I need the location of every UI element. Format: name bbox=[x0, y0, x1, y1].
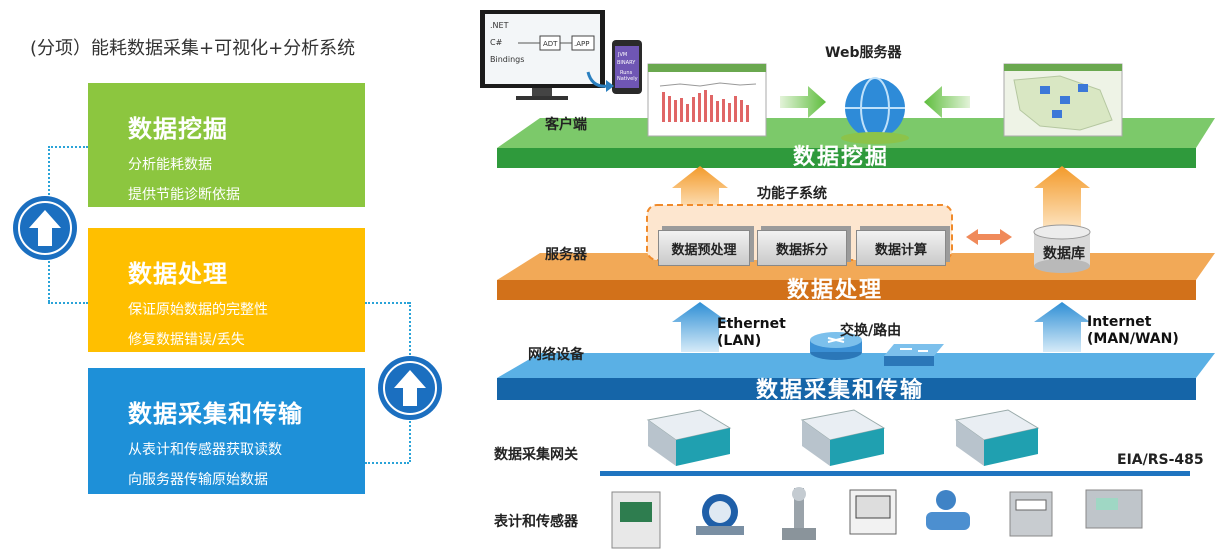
card-line: 保证原始数据的完整性 bbox=[128, 302, 268, 318]
module-split: 数据拆分 bbox=[757, 230, 847, 266]
card-heading: 数据挖掘 bbox=[128, 115, 228, 143]
bus-label: EIA/RS-485 bbox=[1117, 452, 1204, 468]
svg-text:BINARY: BINARY bbox=[617, 60, 636, 66]
svg-text:Natively: Natively bbox=[617, 76, 638, 82]
up-arrow-icon bbox=[672, 166, 728, 210]
card-line: 从表计和传感器获取读数 bbox=[128, 442, 282, 458]
card-line: 向服务器传输原始数据 bbox=[128, 472, 268, 488]
left-arrow-icon bbox=[924, 86, 970, 118]
gateway-icon bbox=[954, 409, 1040, 466]
rs485-bus bbox=[600, 471, 1190, 476]
right-arrow-icon bbox=[780, 86, 826, 118]
monitor-text: C# bbox=[490, 38, 503, 47]
database-label: 数据库 bbox=[1043, 246, 1085, 262]
phone-icon: JVM BINARY Runs Natively bbox=[612, 40, 642, 94]
internet-label: Internet (MAN/WAN) bbox=[1087, 314, 1179, 348]
switch-route-label: 交换/路由 bbox=[840, 323, 902, 339]
module-calc: 数据计算 bbox=[856, 230, 946, 266]
card-heading: 数据处理 bbox=[128, 260, 228, 288]
up-arrow-icon bbox=[13, 196, 77, 260]
monitor-text: ADT bbox=[543, 40, 558, 48]
router-icon bbox=[810, 332, 862, 360]
module-preprocess: 数据预处理 bbox=[658, 230, 750, 266]
layer-sensors-label: 表计和传感器 bbox=[494, 514, 578, 530]
card-heading: 数据采集和传输 bbox=[128, 400, 303, 428]
electromagnetic-meter-icon bbox=[926, 490, 970, 530]
card-line: 分析能耗数据 bbox=[128, 157, 212, 173]
map-screenshot-icon bbox=[1003, 63, 1123, 137]
subsystem-label: 功能子系统 bbox=[757, 186, 827, 202]
internet-line: Internet bbox=[1087, 314, 1152, 330]
gateway-icon bbox=[646, 409, 732, 466]
connector-right-bottom bbox=[365, 462, 409, 464]
switch-icon bbox=[884, 344, 944, 366]
connector-top bbox=[48, 146, 88, 148]
card-data-collection: 数据采集和传输 从表计和传感器获取读数 向服务器传输原始数据 bbox=[88, 368, 365, 494]
gas-meter-icon bbox=[1009, 491, 1053, 537]
ethernet-line: Ethernet bbox=[717, 316, 786, 332]
ultrasonic-meter-icon bbox=[1085, 489, 1143, 529]
chart-screenshot-icon bbox=[647, 63, 767, 137]
app-monitor-icon: .NET C# Bindings ADT .APP bbox=[480, 10, 605, 100]
layer-server-label: 服务器 bbox=[545, 247, 587, 263]
card-data-mining: 数据挖掘 分析能耗数据 提供节能诊断依据 bbox=[88, 83, 365, 207]
connector-mid bbox=[48, 302, 88, 304]
ethernet-label: Ethernet (LAN) bbox=[717, 316, 786, 350]
flow-meter-icon bbox=[782, 487, 816, 540]
monitor-text: .APP bbox=[574, 40, 589, 48]
up-arrow-icon bbox=[1034, 166, 1090, 228]
platform-transfer bbox=[497, 353, 1215, 400]
layer-network-label: 网络设备 bbox=[528, 347, 584, 363]
web-server-label: Web服务器 bbox=[825, 45, 902, 61]
up-arrow-icon bbox=[378, 356, 442, 420]
connector-right-top bbox=[365, 302, 409, 304]
layer-client-label: 客户端 bbox=[545, 117, 587, 133]
curved-arrow-icon bbox=[586, 71, 609, 88]
database-icon bbox=[1033, 224, 1091, 273]
internet-line: (MAN/WAN) bbox=[1087, 331, 1179, 347]
platform-transfer-label: 数据采集和传输 bbox=[756, 378, 925, 403]
page-title: (分项）能耗数据采集+可视化+分析系统 bbox=[30, 38, 356, 59]
panel-meter-icon bbox=[849, 489, 897, 535]
svg-text:JVM: JVM bbox=[617, 52, 627, 58]
gateway-icon bbox=[800, 409, 886, 466]
svg-text:Runs: Runs bbox=[620, 70, 633, 76]
up-arrow-icon bbox=[672, 302, 728, 352]
card-line: 提供节能诊断依据 bbox=[128, 187, 240, 203]
platform-mining-label: 数据挖掘 bbox=[793, 145, 890, 170]
power-meter-icon bbox=[611, 491, 661, 549]
layer-gateway-label: 数据采集网关 bbox=[494, 447, 578, 463]
card-line: 修复数据错误/丢失 bbox=[128, 332, 245, 348]
double-arrow-icon bbox=[966, 229, 1012, 245]
monitor-text: .NET bbox=[490, 21, 509, 30]
water-meter-icon bbox=[696, 494, 744, 535]
card-data-processing: 数据处理 保证原始数据的完整性 修复数据错误/丢失 bbox=[88, 228, 365, 352]
ethernet-line: (LAN) bbox=[717, 333, 762, 349]
monitor-text: Bindings bbox=[490, 55, 524, 64]
platform-processing-label: 数据处理 bbox=[787, 278, 884, 303]
globe-icon bbox=[841, 77, 909, 144]
up-arrow-icon bbox=[1034, 302, 1090, 352]
